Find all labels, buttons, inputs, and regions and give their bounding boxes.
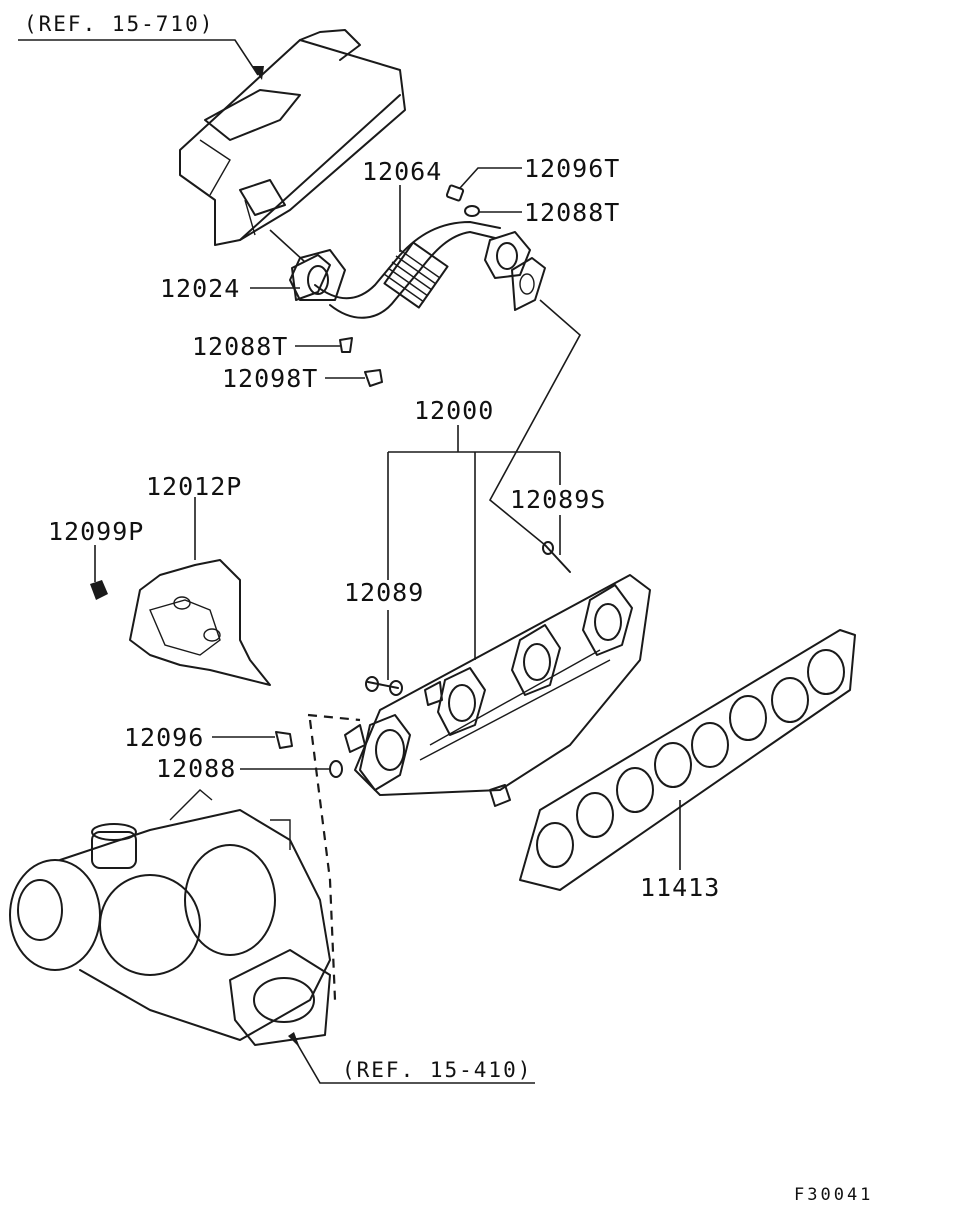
nut-12098T-icon (364, 369, 383, 387)
part-label-12024: 12024 (160, 274, 240, 303)
part-label-12000: 12000 (414, 396, 494, 425)
bolt-12099P-icon (90, 580, 108, 600)
stud-12089-icon (365, 676, 403, 696)
part-label-12088T-lower: 12088T (192, 332, 288, 361)
exhaust-pipe-12064 (289, 221, 531, 319)
part-label-12012P: 12012P (146, 472, 242, 501)
nut-12096-icon (275, 731, 293, 749)
part-label-12064: 12064 (362, 157, 442, 186)
gasket-upper-right (511, 257, 546, 311)
part-label-12099P: 12099P (48, 517, 144, 546)
part-label-12088: 12088 (156, 754, 236, 783)
part-label-12088T-upper: 12088T (524, 198, 620, 227)
stud-12089S-icon (542, 541, 571, 573)
part-label-12089S: 12089S (510, 485, 606, 514)
part-label-12089: 12089 (344, 578, 424, 607)
figure-code: F30041 (794, 1185, 873, 1205)
washer-12088-icon (329, 760, 343, 778)
nut-12096T-icon (445, 184, 465, 202)
part-label-12096: 12096 (124, 723, 204, 752)
ref-label-bottom: (REF. 15-410) (342, 1058, 532, 1082)
part-label-12096T: 12096T (524, 154, 620, 183)
ref-label-top: (REF. 15-710) (24, 12, 214, 36)
part-label-12098T: 12098T (222, 364, 318, 393)
part-label-11413: 11413 (640, 873, 720, 902)
manifold-gasket-11413 (519, 629, 856, 891)
cooler-assembly-drawing (179, 29, 406, 246)
washer-12088T-upper-icon (464, 205, 480, 217)
exhaust-manifold-12000 (344, 574, 651, 807)
washer-12088T-lower-icon (339, 337, 353, 353)
heat-protector-12012P (129, 559, 271, 686)
gasket-12024 (291, 254, 331, 301)
turbocharger-drawing (9, 789, 331, 1046)
